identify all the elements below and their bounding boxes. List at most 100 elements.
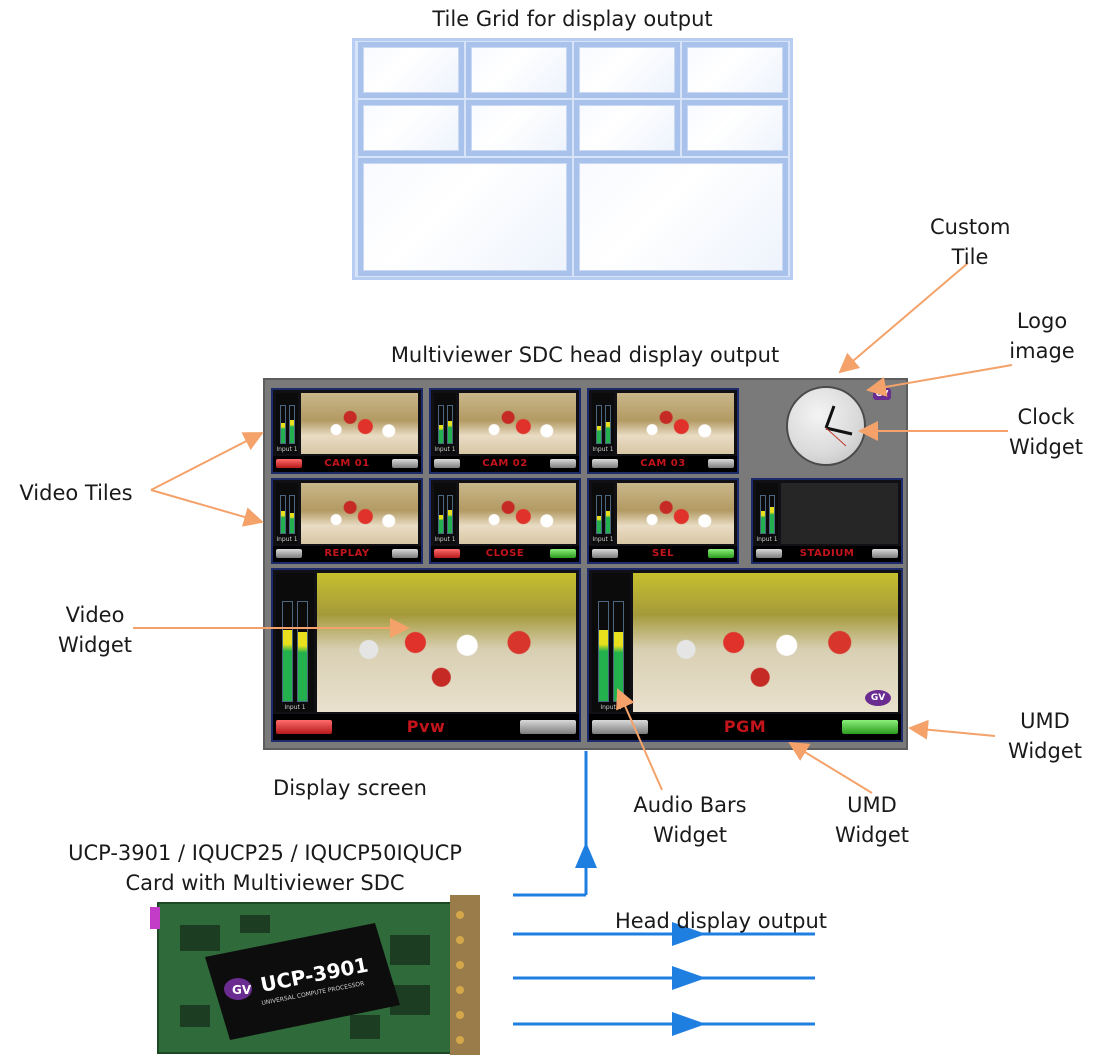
tally-right [550,459,576,468]
tally-left [434,459,460,468]
umd-widget: CAM 01 [273,456,421,472]
grid-cell [466,42,572,98]
arrow-umd-right [908,719,996,740]
tile-grid-title: Tile Grid for display output [432,7,713,31]
tally-left [434,549,460,558]
grid-cell [574,42,680,98]
umd-label: STADIUM [799,548,855,559]
video-preview [633,573,898,712]
grid-cell [358,100,464,156]
meter-input-label: Input 1 [284,704,306,711]
video-preview [617,483,734,544]
umd-widget: REPLAY [273,546,421,562]
video-preview [301,483,418,544]
umd-widget: STADIUM [753,546,901,562]
card-logo: GV [232,983,252,997]
umd-widget: SEL [589,546,737,562]
umd-label: CAM 03 [640,458,686,469]
umd-widget: CAM 02 [431,456,579,472]
umd-label: Pvw [406,717,446,736]
arrow-video-tiles-top [150,432,264,491]
arrow-audio-bars [616,688,663,791]
signal-arrowheads [575,842,706,1036]
umd-widget: CAM 03 [589,456,737,472]
meter-input-label: Input 1 [276,446,298,453]
meter-input-label: Input 1 [600,704,622,711]
umd-widget: PGM [589,714,901,740]
tally-left [276,459,302,468]
monitor-title: Multiviewer SDC head display output [390,343,780,367]
video-preview [317,573,576,712]
video-preview [459,483,576,544]
video-preview [459,393,576,454]
grid-cell [358,158,572,276]
tally-right [550,549,576,558]
video-preview [617,393,734,454]
grid-cell [358,42,464,98]
video-tile: Input 1 CAM 03 [587,388,739,474]
umd-label: CLOSE [485,548,525,559]
umd-label: CAM 01 [324,458,370,469]
umd-widget: CLOSE [431,546,579,562]
arrow-video-tiles-bottom [150,489,264,527]
meter-input-label: Input 1 [434,536,456,543]
video-tile: Input 1 CLOSE [429,478,581,564]
audio-bars-widget: Input 1 [434,393,456,454]
grid-cell [574,100,680,156]
grid-cell [574,158,788,276]
audio-bars-widget: Input 1 [592,393,614,454]
meter-input-label: Input 1 [276,536,298,543]
audio-bars-widget: Input 1 [592,483,614,544]
video-tile: Input 1 CAM 02 [429,388,581,474]
video-preview [781,483,898,544]
video-tile: Input 1 SEL [587,478,739,564]
meter-input-label: Input 1 [756,536,778,543]
video-tile: Input 1 CAM 01 [271,388,423,474]
tally-right [708,459,734,468]
gv-logo: GV [865,690,891,706]
grid-cell [466,100,572,156]
meter-input-label: Input 1 [592,536,614,543]
arrow-umd-bottom [788,741,873,794]
video-tile: Input 1 REPLAY [271,478,423,564]
tile-grid [352,38,793,280]
tally-right [842,720,898,734]
tally-right [708,549,734,558]
audio-bars-widget: Input 1 [434,483,456,544]
umd-label: REPLAY [324,548,370,559]
video-tile: Input 1 STADIUM [751,478,903,564]
tally-left [276,720,332,734]
tally-right [392,459,418,468]
umd-widget: Pvw [273,714,579,740]
arrow-logo-image [866,364,1013,397]
tally-right [872,549,898,558]
tally-left [276,549,302,558]
tally-left [756,549,782,558]
grid-cell [682,42,788,98]
audio-bars-widget: Input 1 [276,393,298,454]
tally-right [392,549,418,558]
display-screen-label: Display screen [273,776,427,800]
tally-left [592,459,618,468]
umd-label: SEL [652,548,674,559]
tally-right [520,720,576,734]
video-preview [301,393,418,454]
tally-left [592,549,618,558]
umd-label: PGM [723,717,767,736]
meter-input-label: Input 1 [434,446,456,453]
grid-cell [682,100,788,156]
video-tiles-label: Video Tiles [19,481,133,505]
head-display-output-label: Head display output [614,909,828,933]
tally-left [592,720,648,734]
clock-hands-icon [824,405,853,447]
arrow-custom-tile [838,262,969,374]
